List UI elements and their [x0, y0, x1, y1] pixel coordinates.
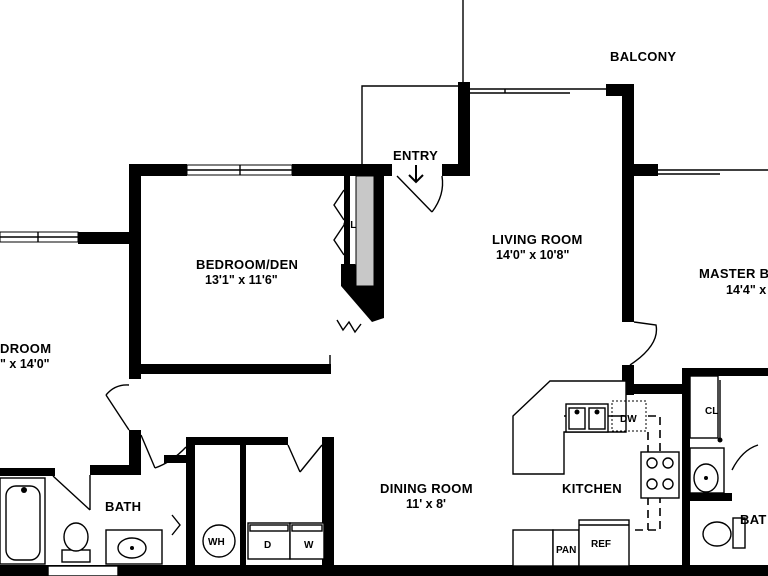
master-bedroom-label: MASTER B — [699, 266, 768, 281]
closet-den-label: CL — [343, 220, 356, 231]
refrigerator-label: REF — [591, 539, 611, 550]
master-sink — [689, 447, 725, 494]
balcony-sliding-door — [470, 88, 610, 94]
closet-master-label: CL — [705, 406, 718, 417]
bedroom-left-dims: " x 14'0" — [0, 357, 50, 371]
bedroom-left-label: DROOM — [0, 341, 51, 356]
kitchen-label: KITCHEN — [562, 481, 622, 496]
dining-room-label: DINING ROOM — [380, 481, 473, 496]
dining-room-dims: 11' x 8' — [406, 497, 446, 511]
entry-label: ENTRY — [393, 148, 438, 163]
bedroom-den-label: BEDROOM/DEN — [196, 257, 298, 272]
kitchen-sink — [565, 403, 609, 433]
bath-window — [47, 565, 119, 576]
window-bedroom-left — [0, 231, 79, 243]
washer: W — [289, 522, 325, 560]
dishwasher-label: DW — [620, 414, 637, 425]
master-closet — [689, 375, 723, 443]
pantry-label: PAN — [556, 545, 576, 556]
bathtub — [0, 477, 46, 565]
washer-label: W — [304, 540, 314, 551]
kitchen-lower-counter: PAN REF — [512, 519, 630, 567]
living-room-label: LIVING ROOM — [492, 232, 583, 247]
doors — [52, 175, 759, 536]
living-room-dims: 14'0" x 10'8" — [496, 248, 569, 262]
master-bedroom-dims: 14'4" x — [726, 283, 766, 297]
sink-left — [105, 529, 163, 565]
toilet-left — [61, 522, 91, 563]
bath-right-label: BAT — [740, 512, 767, 527]
entry-arrow-icon — [408, 165, 424, 184]
balcony-label: BALCONY — [610, 49, 676, 64]
dishwasher: DW — [611, 400, 647, 432]
water-heater: WH — [202, 524, 236, 558]
dryer: D — [247, 522, 291, 560]
bath-left-label: BATH — [105, 499, 141, 514]
bedroom-den-dims: 13'1" x 11'6" — [205, 273, 278, 287]
water-heater-label: WH — [208, 537, 225, 548]
dryer-label: D — [264, 540, 271, 551]
window-den — [186, 164, 293, 176]
stove — [640, 451, 680, 499]
balcony-outline — [361, 0, 464, 165]
toilet-right — [702, 517, 746, 549]
walls — [0, 82, 768, 576]
master-sliding-door — [655, 169, 768, 175]
